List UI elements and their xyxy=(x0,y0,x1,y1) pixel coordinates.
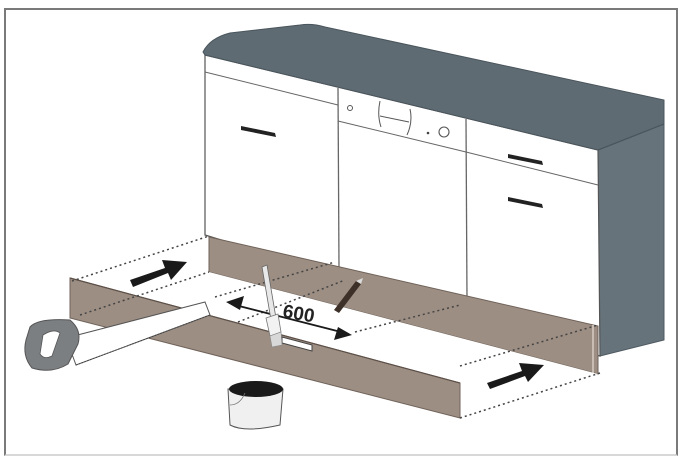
dishwasher-knob-icon xyxy=(438,126,450,138)
sealant-pot-icon xyxy=(227,381,284,430)
figure-frame xyxy=(4,8,678,456)
hand-saw-icon xyxy=(24,301,211,371)
cabinet-side-panel xyxy=(597,123,665,357)
dishwasher-led-icon xyxy=(426,131,430,135)
pencil-icon xyxy=(334,278,363,313)
countertop xyxy=(202,23,665,151)
drawer-handle xyxy=(508,154,543,165)
dishwasher-door-latch xyxy=(378,100,412,136)
floor-guide-area xyxy=(70,272,598,383)
divider-right xyxy=(465,118,468,301)
plinth-notch xyxy=(281,336,313,352)
paint-brush-icon xyxy=(261,264,283,348)
divider-left xyxy=(337,87,340,269)
insert-arrow-left-icon xyxy=(130,260,187,287)
dishwasher-indicator-icon xyxy=(347,105,353,111)
right-door-handle xyxy=(508,197,543,208)
guide-lines-right xyxy=(354,304,601,419)
left-door-handle xyxy=(241,126,276,137)
insert-arrow-right-icon xyxy=(487,363,544,389)
guide-lines-left xyxy=(71,235,346,323)
